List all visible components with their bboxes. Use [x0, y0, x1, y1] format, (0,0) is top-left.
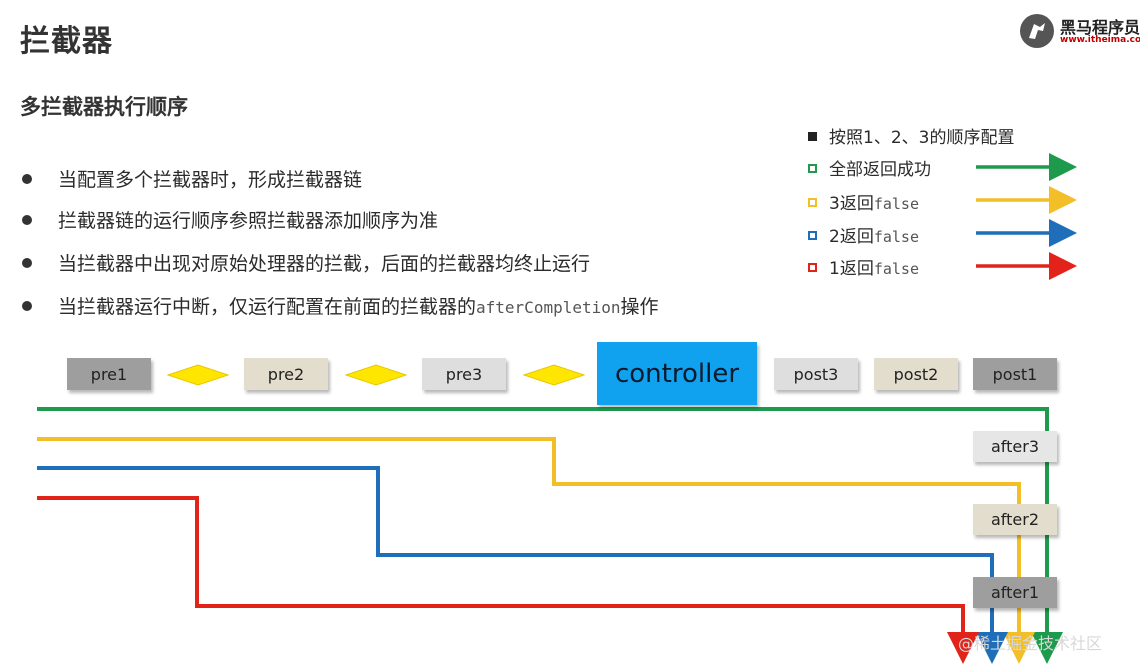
bullet-text: 操作: [620, 296, 659, 318]
legend-item-green: 全部返回成功: [808, 155, 931, 180]
pre2-box: pre2: [244, 358, 328, 390]
post1-box: post1: [973, 358, 1057, 390]
logo-url: www.itheima.com: [1060, 35, 1140, 45]
controller-box: controller: [597, 342, 757, 405]
pre1-box: pre1: [67, 358, 151, 390]
legend-item-red: 1返回false: [808, 254, 919, 279]
connector-diamond: [344, 364, 408, 386]
logo-name: 黑马程序员: [1060, 18, 1140, 37]
bullet-dot-icon: [22, 257, 32, 268]
flow-line-yellow: [37, 437, 1035, 664]
bullet-code: afterCompletion: [476, 298, 621, 317]
post2-box: post2: [874, 358, 958, 390]
flow-line-red: [37, 496, 979, 664]
bullet-dot-icon: [22, 300, 32, 311]
legend-item-blue: 2返回false: [808, 222, 919, 247]
legend-item-yellow: 3返回false: [808, 189, 919, 214]
bullet-item: 当拦截器运行中断，仅运行配置在前面的拦截器的afterCompletion操作: [22, 292, 659, 319]
bullet-text: 拦截器链的运行顺序参照拦截器添加顺序为准: [58, 210, 439, 232]
connector-diamond: [522, 364, 586, 386]
bullet-item: 当配置多个拦截器时，形成拦截器链: [22, 165, 362, 192]
bullet-dot-icon: [22, 173, 32, 184]
green-square-icon: [808, 163, 817, 173]
post3-box: post3: [774, 358, 858, 390]
blue-square-icon: [808, 230, 817, 240]
bullet-text: 当拦截器中出现对原始处理器的拦截，后面的拦截器均终止运行: [58, 253, 591, 275]
bullet-text: 当拦截器运行中断，仅运行配置在前面的拦截器的: [58, 296, 477, 318]
bullet-item: 当拦截器中出现对原始处理器的拦截，后面的拦截器均终止运行: [22, 249, 590, 276]
pre3-box: pre3: [422, 358, 506, 390]
red-square-icon: [808, 262, 817, 272]
after3-box: after3: [973, 431, 1057, 462]
bullet-item: 拦截器链的运行顺序参照拦截器添加顺序为准: [22, 206, 438, 233]
flow-line-green: [37, 407, 1063, 664]
legend-header: 按照1、2、3的顺序配置: [808, 123, 1014, 148]
page-title: 拦截器: [20, 24, 113, 59]
square-bullet-icon: [808, 131, 817, 141]
bullet-dot-icon: [22, 214, 32, 225]
section-subtitle: 多拦截器执行顺序: [20, 95, 188, 119]
watermark: @稀土掘金技术社区: [958, 634, 1103, 653]
after2-box: after2: [973, 504, 1057, 535]
connector-diamond: [166, 364, 230, 386]
horse-logo-icon: [1020, 14, 1054, 48]
brand-logo: 黑马程序员 www.itheima.com: [1020, 12, 1140, 52]
yellow-square-icon: [808, 197, 817, 207]
bullet-text: 当配置多个拦截器时，形成拦截器链: [58, 169, 363, 191]
after1-box: after1: [973, 577, 1057, 608]
